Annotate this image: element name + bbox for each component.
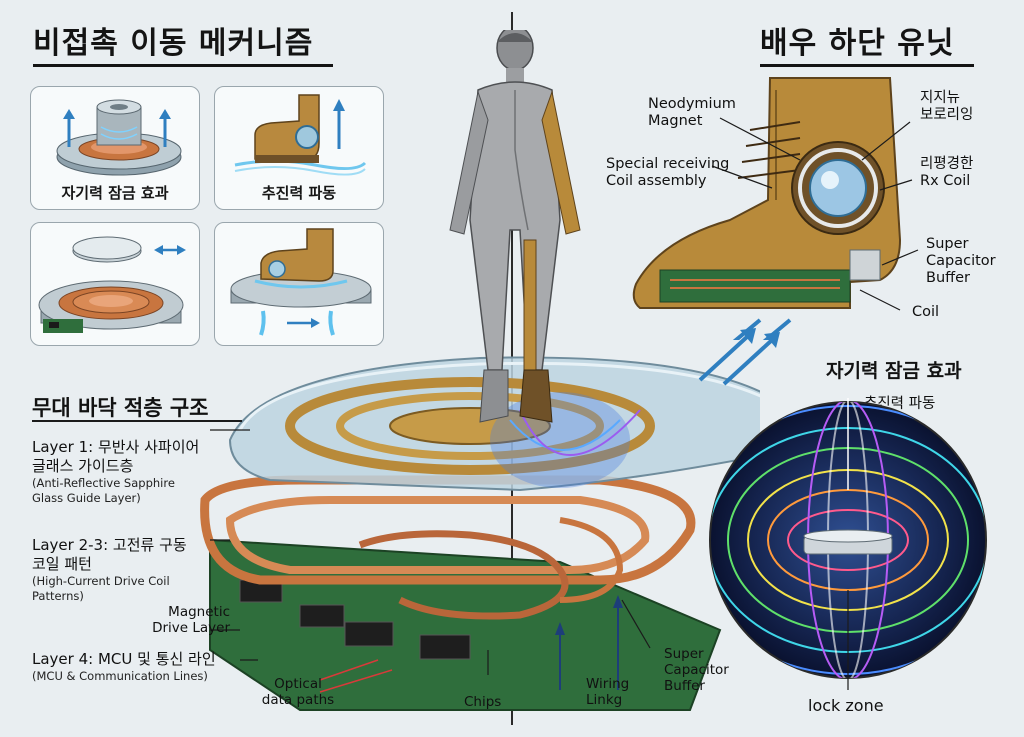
- super-cap-bottom-line3: Buffer: [664, 678, 705, 694]
- magnetic-drive-label: Magnetic Drive Layer: [130, 604, 230, 636]
- layer-2-3-sub1: (High-Current Drive Coil: [32, 574, 170, 588]
- receiving-line1: Special receiving: [606, 156, 730, 172]
- layer-1-sub2: Glass Guide Layer): [32, 491, 141, 505]
- panel-label-magnetic-lock: 자기력 잠금 효과: [61, 184, 169, 202]
- layer-1-sub1: (Anti-Reflective Sapphire: [32, 476, 175, 490]
- floor-stack-illustration: [200, 356, 760, 711]
- bearing-line1: 지지뉴: [920, 90, 961, 106]
- field-title: 자기력 잠금 효과: [826, 360, 962, 382]
- coil-label: Coil: [912, 304, 940, 320]
- layer-2-3-sub2: Patterns): [32, 589, 84, 603]
- optical-line1: Optical: [274, 676, 322, 692]
- receiving-coil-label: Special receiving Coil assembly: [606, 156, 729, 190]
- rx-coil-label: 리평경한 Rx Coil: [920, 156, 973, 190]
- panel-magnetic-lock: 자기력 잠금 효과: [30, 86, 200, 210]
- super-capacitor-boot-label: Super Capacitor Buffer: [926, 236, 996, 287]
- rx-coil-line1: 리평경한: [920, 156, 974, 172]
- wiring-line2: Linkg: [586, 692, 623, 708]
- magnetic-drive-line1: Magnetic: [168, 604, 230, 620]
- wiring-line1: Wiring: [586, 676, 630, 692]
- boot-on-floor-illustration: [230, 228, 372, 336]
- floor-section-title: 무대 바닥 적층 구조: [32, 396, 209, 420]
- propulsion-wave-illustration: [234, 94, 367, 176]
- optical-paths-label: Optical data paths: [258, 676, 338, 708]
- super-cap-bottom-line2: Capacitor: [664, 662, 729, 678]
- super-capacitor-bottom-label: Super Capacitor Buffer: [664, 646, 729, 694]
- super-cap-bottom-line1: Super: [664, 646, 704, 662]
- magnetic-drive-line2: Drive Layer: [152, 620, 230, 636]
- rx-coil-line2: Rx Coil: [920, 173, 971, 189]
- floor-section-underline: [32, 420, 242, 422]
- layer-4-title: Layer 4: MCU 및 통신 라인: [32, 650, 216, 668]
- bearing-label: 지지뉴 보로리잉: [920, 90, 973, 124]
- boot-illustration: [632, 77, 919, 340]
- right-title-underline: [760, 64, 974, 67]
- layer-2-3-title2: 코일 패턴: [32, 555, 92, 573]
- left-title: 비접촉 이동 메커니즘: [33, 26, 314, 61]
- bearing-line2: 보로리잉: [920, 107, 974, 123]
- panel-boot-on-floor: [214, 222, 384, 346]
- neodymium-label: Neodymium Magnet: [648, 96, 736, 130]
- layer-1-label: Layer 1: 무반사 사파이어 글래스 가이드층 (Anti-Reflect…: [32, 438, 232, 506]
- right-title: 배우 하단 유닛: [760, 26, 955, 61]
- actor-figure: [449, 30, 581, 423]
- layer-4-label: Layer 4: MCU 및 통신 라인 (MCU & Communicatio…: [32, 650, 252, 684]
- optical-line2: data paths: [261, 692, 335, 708]
- super-cap-boot-line2: Capacitor: [926, 253, 996, 269]
- layer-4-sub1: (MCU & Communication Lines): [32, 669, 208, 683]
- layer-2-3-label: Layer 2-3: 고전류 구동 코일 패턴 (High-Current Dr…: [32, 536, 232, 604]
- neodymium-line2: Magnet: [648, 113, 703, 129]
- panel-propulsion-wave: 추진력 파동: [214, 86, 384, 210]
- left-title-underline: [33, 64, 333, 67]
- panel-label-propulsion-wave: 추진력 파동: [261, 184, 337, 202]
- layer-2-3-title: Layer 2-3: 고전류 구동: [32, 536, 187, 554]
- receiving-line2: Coil assembly: [606, 173, 707, 189]
- upward-arrows: [698, 328, 780, 386]
- super-cap-boot-line1: Super: [926, 236, 969, 252]
- magnetic-lock-illustration: [56, 99, 182, 176]
- coil-stack-illustration: [38, 236, 186, 333]
- neodymium-line1: Neodymium: [648, 96, 736, 112]
- magnetic-field-diagram: [709, 398, 987, 690]
- layer-1-title2: 글래스 가이드층: [32, 457, 134, 475]
- layer-1-title: Layer 1: 무반사 사파이어: [32, 438, 200, 456]
- lock-zone-label: lock zone: [808, 696, 884, 715]
- super-cap-boot-line3: Buffer: [926, 270, 971, 286]
- chips-label: Chips: [464, 694, 502, 710]
- panel-coil-stack: [30, 222, 200, 346]
- wiring-label: Wiring Linkg: [586, 676, 629, 708]
